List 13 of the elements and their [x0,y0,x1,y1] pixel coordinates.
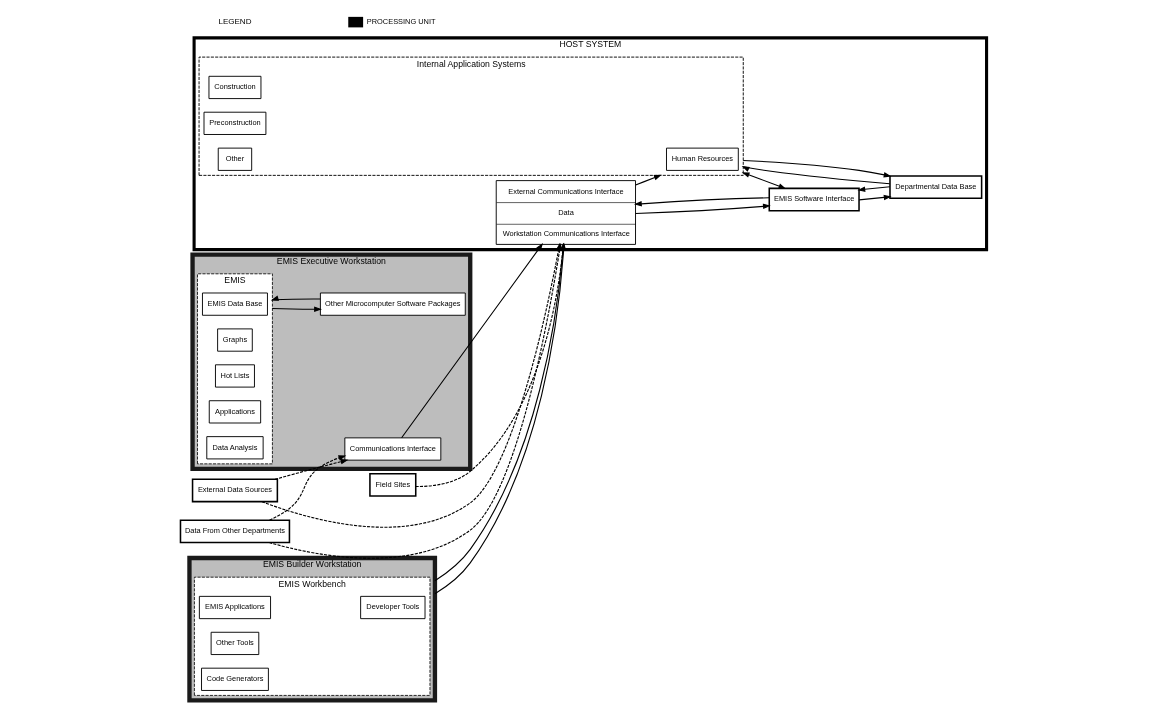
arrow [741,165,890,185]
arrow [741,172,786,189]
arrow [273,459,348,480]
arrow [271,306,322,312]
arrow [633,197,770,207]
arrow [634,174,662,186]
arrow [400,243,543,439]
arrow [858,194,892,201]
arrow [268,455,346,521]
arrow [270,295,321,301]
arrow [856,186,890,192]
arrow [742,160,892,178]
arrow [634,203,771,215]
